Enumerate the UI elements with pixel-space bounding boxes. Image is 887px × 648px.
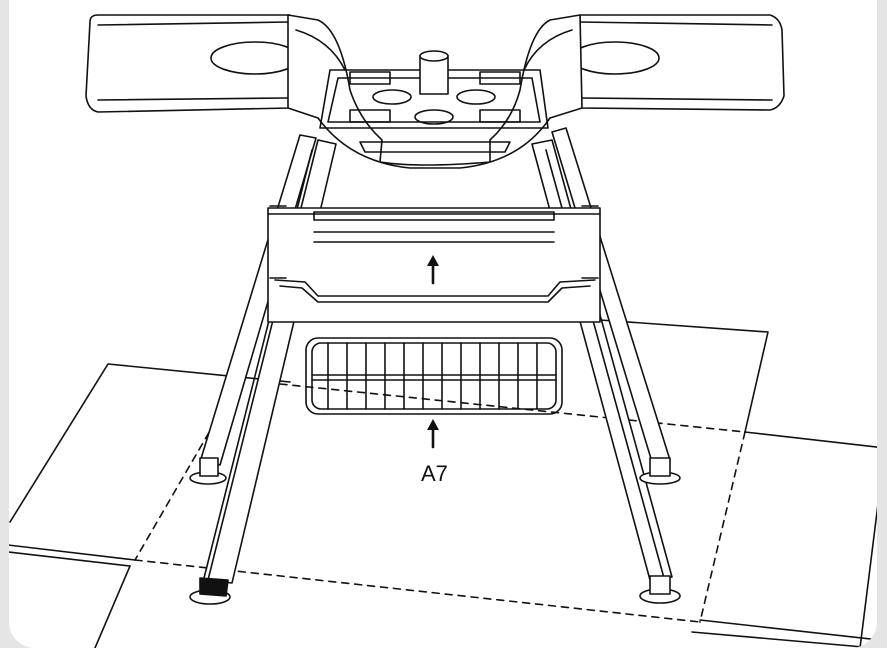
storage-basket — [305, 337, 563, 415]
insert-arrow-upper — [427, 255, 439, 285]
chair-feet — [189, 457, 681, 605]
part-label-a7: A7 — [421, 461, 448, 486]
assembly-illustration: A7 — [9, 14, 877, 648]
chair-legs — [199, 127, 673, 584]
insert-arrow-lower — [427, 419, 439, 449]
tray-top — [85, 14, 785, 169]
instruction-panel: A7 — [9, 0, 877, 648]
